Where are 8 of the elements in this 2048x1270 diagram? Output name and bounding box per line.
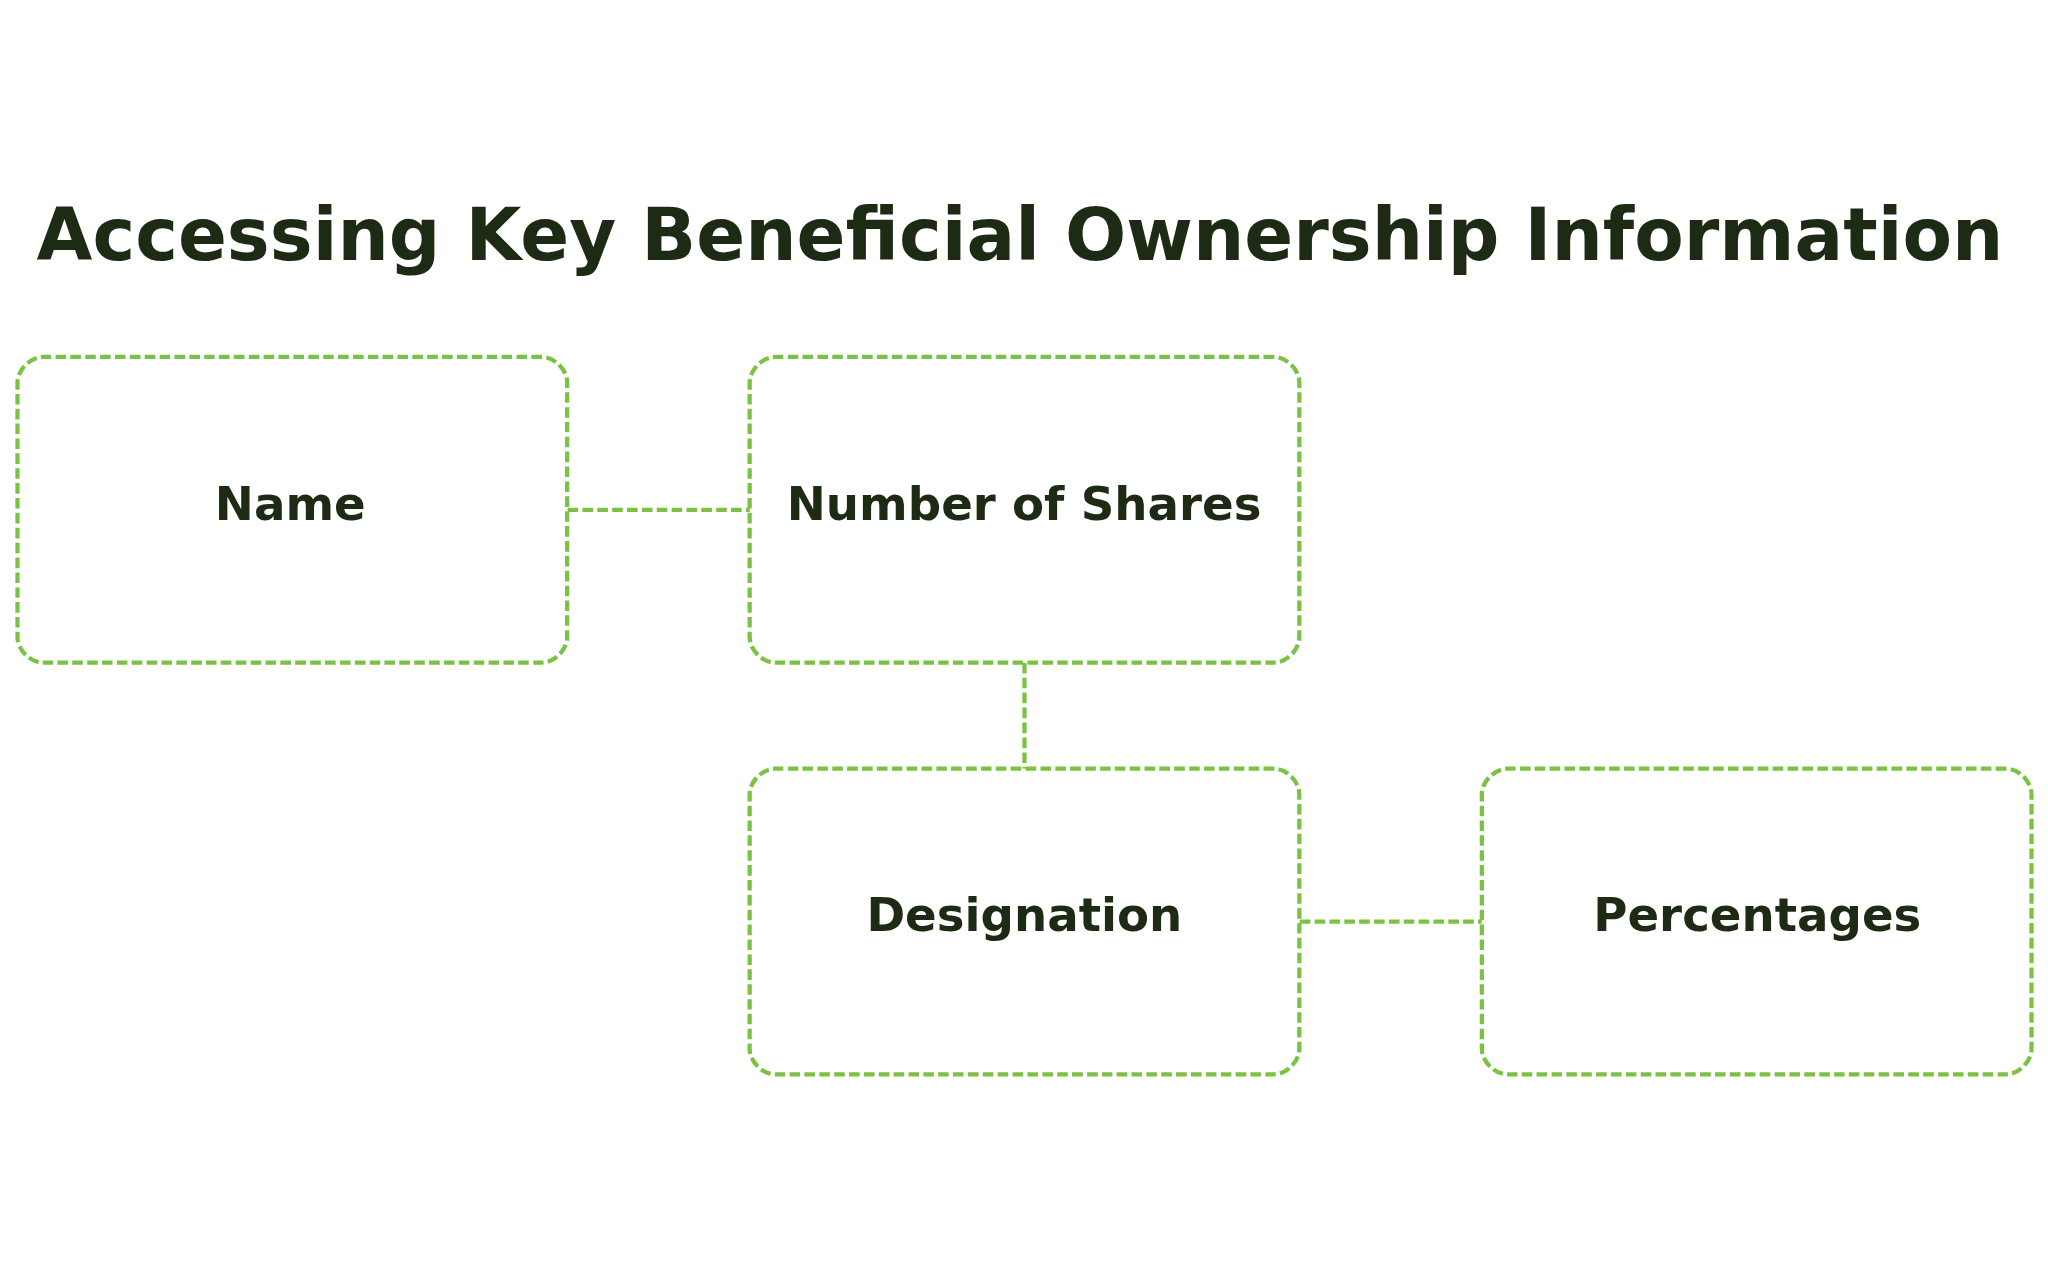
node-box: Designation <box>747 766 1301 1077</box>
node-box: Number of Shares <box>747 354 1301 665</box>
connector <box>567 507 750 512</box>
node-box: Name <box>14 354 569 665</box>
node-box: Percentages <box>1479 766 2034 1077</box>
diagram-title: Accessing Key Beneficial Ownership Information <box>36 192 2003 277</box>
connector <box>1021 663 1027 769</box>
connector <box>1299 919 1482 924</box>
